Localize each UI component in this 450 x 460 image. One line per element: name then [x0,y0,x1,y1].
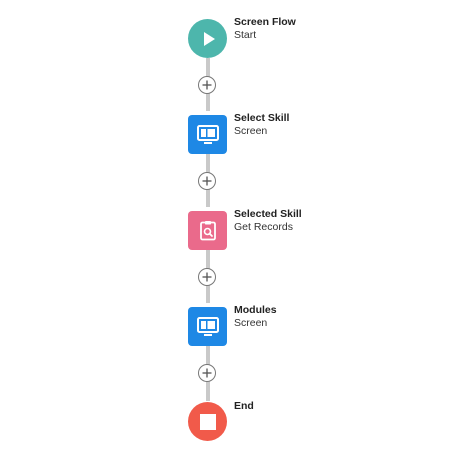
plus-icon [202,176,212,186]
node-title: Selected Skill [234,208,302,220]
add-element-button[interactable] [198,268,216,286]
node-subtitle: Screen [234,125,268,137]
plus-icon [202,272,212,282]
get-records-icon [199,220,216,240]
modules-node-label: Modules Screen [234,304,277,330]
node-title: Modules [234,304,277,316]
select-skill-node-label: Select Skill Screen [234,112,289,138]
plus-icon [202,80,212,90]
node-title: Screen Flow [234,16,296,28]
start-node-label: Screen Flow Start [234,16,296,42]
modules-node[interactable] [188,307,227,346]
start-node[interactable] [188,19,227,58]
node-subtitle: Start [234,29,257,41]
screen-icon [196,124,219,144]
end-node[interactable] [188,402,227,441]
node-title: End [234,400,254,412]
stop-icon [199,413,216,430]
node-title: Select Skill [234,112,290,124]
selected-skill-node-label: Selected Skill Get Records [234,208,302,234]
node-subtitle: Screen [234,317,268,329]
selected-skill-node[interactable] [188,211,227,250]
play-icon [203,31,215,46]
node-subtitle: Get Records [234,221,293,233]
end-node-label: End [234,400,254,413]
screen-icon [196,316,219,336]
select-skill-node[interactable] [188,115,227,154]
plus-icon [202,368,212,378]
add-element-button[interactable] [198,172,216,190]
add-element-button[interactable] [198,76,216,94]
add-element-button[interactable] [198,364,216,382]
